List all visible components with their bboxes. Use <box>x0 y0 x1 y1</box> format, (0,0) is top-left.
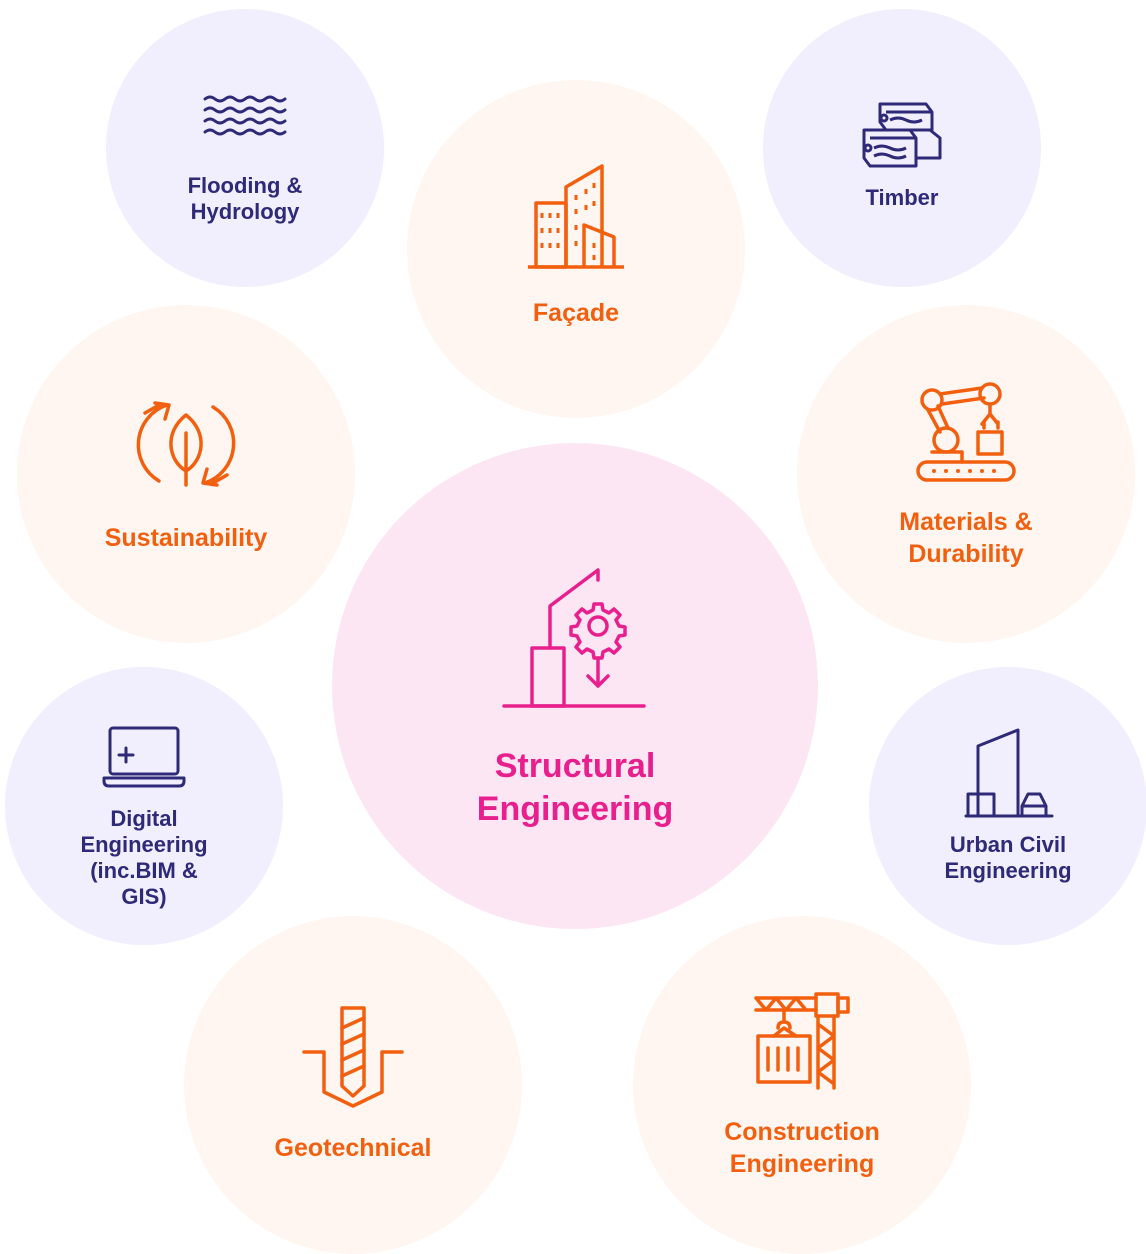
digital-label-line2: Engineering <box>80 832 208 857</box>
node-construction <box>633 916 971 1254</box>
facade-label-line1: Façade <box>532 299 620 327</box>
digital-label: Digital Engineering (inc.BIM & GIS) <box>5 806 283 910</box>
flooding-label-line2: Hydrology <box>190 199 300 224</box>
urban-label-line2: Engineering <box>944 858 1072 883</box>
structural-label-line1: Structural <box>494 747 656 785</box>
pile-drill-icon <box>302 1006 404 1108</box>
construction-label-line2: Engineering <box>729 1150 875 1178</box>
robot-arm-conveyor-icon <box>914 380 1018 484</box>
materials-label-line2: Durability <box>908 540 1024 568</box>
node-digital <box>5 667 283 945</box>
geotechnical-label: Geotechnical <box>184 1132 522 1164</box>
node-materials <box>797 305 1135 643</box>
construction-label: Construction Engineering <box>633 1116 971 1180</box>
sustainability-label-line1: Sustainability <box>104 524 268 552</box>
structural-engineering-label: Structural Engineering <box>332 745 818 831</box>
node-facade <box>407 80 745 418</box>
materials-label: Materials & Durability <box>797 506 1135 570</box>
geotechnical-label-line1: Geotechnical <box>274 1134 432 1162</box>
timber-label-line1: Timber <box>865 185 939 210</box>
facade-label: Façade <box>407 297 745 329</box>
tower-car-icon <box>964 728 1054 820</box>
timber-logs-icon <box>860 100 944 172</box>
digital-label-line4: GIS) <box>121 884 167 909</box>
sustainability-label: Sustainability <box>17 522 355 554</box>
timber-label: Timber <box>763 185 1041 211</box>
construction-label-line1: Construction <box>724 1118 880 1146</box>
urban-label: Urban Civil Engineering <box>869 832 1146 884</box>
node-structural-engineering <box>332 443 818 929</box>
digital-label-line1: Digital <box>110 806 178 831</box>
node-urban <box>869 667 1146 945</box>
waves-icon <box>203 94 287 140</box>
buildings-icon <box>526 163 626 271</box>
urban-label-line1: Urban Civil <box>949 832 1067 857</box>
structural-label-line2: Engineering <box>476 790 674 828</box>
laptop-icon <box>102 726 186 788</box>
recycle-leaf-icon <box>133 393 239 495</box>
flooding-label: Flooding & Hydrology <box>106 173 384 225</box>
crane-gear-building-icon <box>502 566 648 710</box>
materials-label-line1: Materials & <box>899 508 1033 536</box>
node-geotechnical <box>184 916 522 1254</box>
flooding-label-line1: Flooding & <box>187 173 303 198</box>
node-flooding <box>106 9 384 287</box>
tower-crane-container-icon <box>754 990 852 1092</box>
digital-label-line3: (inc.BIM & <box>90 858 198 883</box>
